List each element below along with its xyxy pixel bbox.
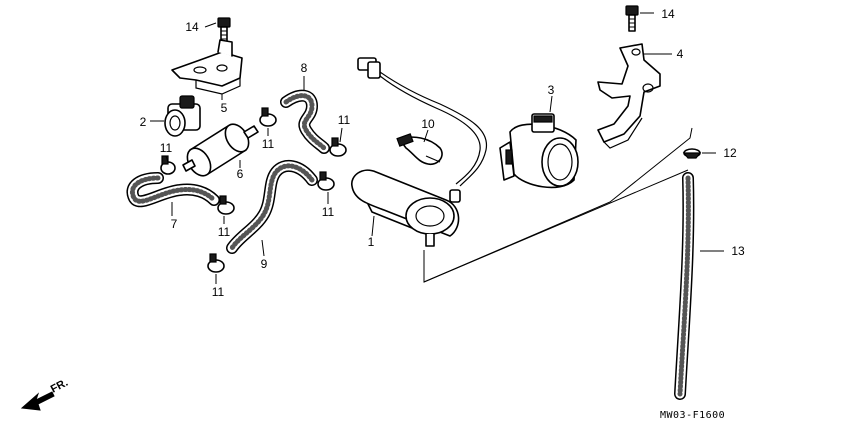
hose-9[interactable]	[226, 159, 318, 254]
front-arrow-icon	[20, 391, 55, 411]
callout-11e: 11	[218, 225, 231, 239]
fuel-filter[interactable]	[182, 120, 259, 180]
callout-14b: 14	[661, 7, 675, 21]
callout-11c: 11	[160, 141, 173, 155]
reference-line-2	[423, 169, 689, 283]
callout-14a: 14	[185, 20, 199, 34]
clamp-band[interactable]	[396, 133, 443, 166]
tube-clip[interactable]	[682, 148, 702, 159]
callout-6: 6	[237, 167, 244, 181]
callout-10: 10	[421, 117, 435, 131]
callout-11a: 11	[338, 113, 351, 127]
fuel-pump[interactable]	[351, 169, 461, 247]
hose-clip-5[interactable]	[217, 195, 235, 215]
hose-clip-1[interactable]	[259, 107, 277, 127]
hose-clip-4[interactable]	[317, 171, 335, 191]
hose-8[interactable]	[280, 89, 330, 154]
rubber-mount[interactable]	[164, 95, 201, 137]
callout-11b: 11	[262, 137, 275, 151]
callout-2: 2	[140, 115, 147, 129]
hose-clip-3[interactable]	[160, 155, 176, 175]
bracket-right[interactable]	[597, 43, 661, 149]
diagram-code: MW03-F1600	[660, 410, 725, 421]
fuel-tube[interactable]	[674, 172, 695, 400]
callout-5: 5	[221, 101, 228, 115]
callout-3: 3	[548, 83, 555, 97]
callout-4: 4	[677, 47, 684, 61]
wire-harness[interactable]	[357, 57, 488, 187]
callout-1: 1	[368, 235, 375, 249]
callout-9: 9	[261, 257, 268, 271]
hose-clip-6[interactable]	[207, 253, 225, 273]
callout-11d: 11	[322, 205, 335, 219]
callout-12: 12	[723, 146, 737, 160]
reference-line	[423, 127, 693, 283]
callout-11f: 11	[212, 285, 225, 299]
bolt-right[interactable]	[625, 5, 639, 32]
bracket-left[interactable]	[171, 39, 243, 95]
callout-7: 7	[171, 217, 178, 231]
callout-13: 13	[731, 244, 745, 258]
pump-holder[interactable]	[499, 113, 579, 189]
hose-7[interactable]	[126, 172, 220, 208]
callout-8: 8	[301, 61, 308, 75]
front-label: FR.	[49, 377, 70, 396]
hose-clip-2[interactable]	[329, 137, 347, 157]
